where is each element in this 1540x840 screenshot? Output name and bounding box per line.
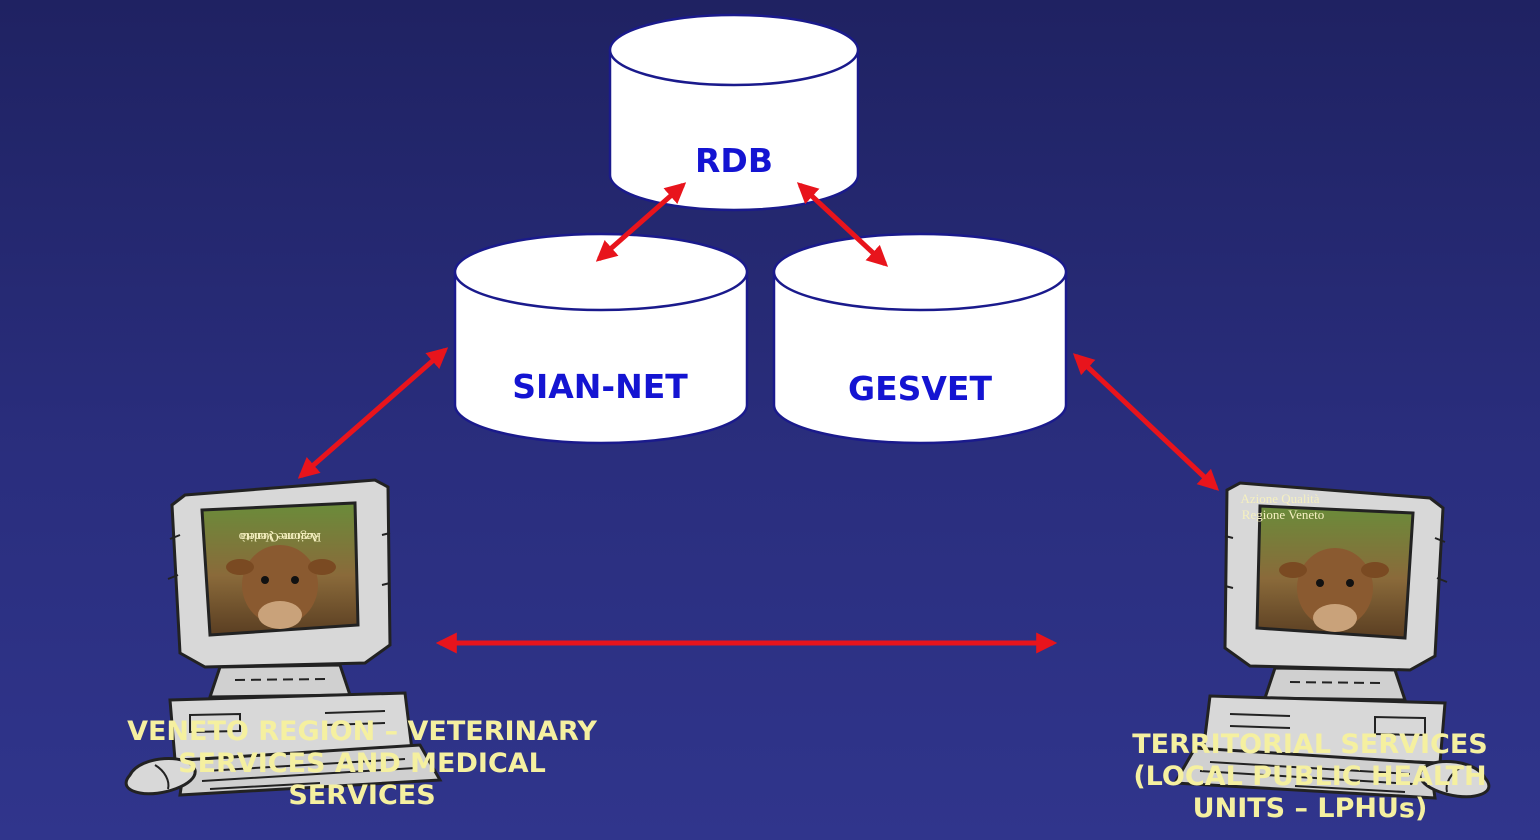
left-caption-line-1: VENETO REGION – VETERINARY (127, 716, 597, 747)
right-computer-caption: TERRITORIAL SERVICES (LOCAL PUBLIC HEALT… (1085, 729, 1535, 825)
gesvet-label: GESVET (848, 369, 992, 408)
right-caption-line-2: (LOCAL PUBLIC HEALTH (1133, 760, 1487, 792)
sian-net-database-icon (453, 232, 749, 445)
rdb-label: RDB (695, 141, 773, 180)
left-computer-icon: Azione Qualità Regione Veneto (124, 478, 442, 797)
sian-net-label: SIAN-NET (512, 367, 688, 406)
gesvet-database-icon (772, 232, 1068, 445)
arrow-sian-net-left-computer (297, 347, 449, 479)
right-screen-text-2: Regione Veneto (1242, 507, 1324, 522)
left-caption-line-3: SERVICES (288, 779, 436, 811)
right-caption-line-3: UNITS – LPHUs) (1192, 792, 1428, 824)
right-caption-line-1: TERRITORIAL SERVICES (1132, 729, 1488, 760)
arrow-rdb-gesvet (796, 182, 889, 267)
left-computer-caption: VENETO REGION – VETERINARY SERVICES AND … (112, 716, 612, 812)
right-screen-text-1: Azione Qualità (1240, 491, 1319, 506)
rdb-database-icon (608, 13, 860, 212)
arrow-gesvet-right-computer (1072, 353, 1220, 491)
left-screen-text-2: Regione Veneto (239, 530, 321, 545)
left-screen-text-1: Azione Qualità (240, 530, 319, 545)
left-caption-line-2: SERVICES AND MEDICAL (178, 747, 546, 779)
arrow-rdb-sian-net (595, 182, 687, 262)
